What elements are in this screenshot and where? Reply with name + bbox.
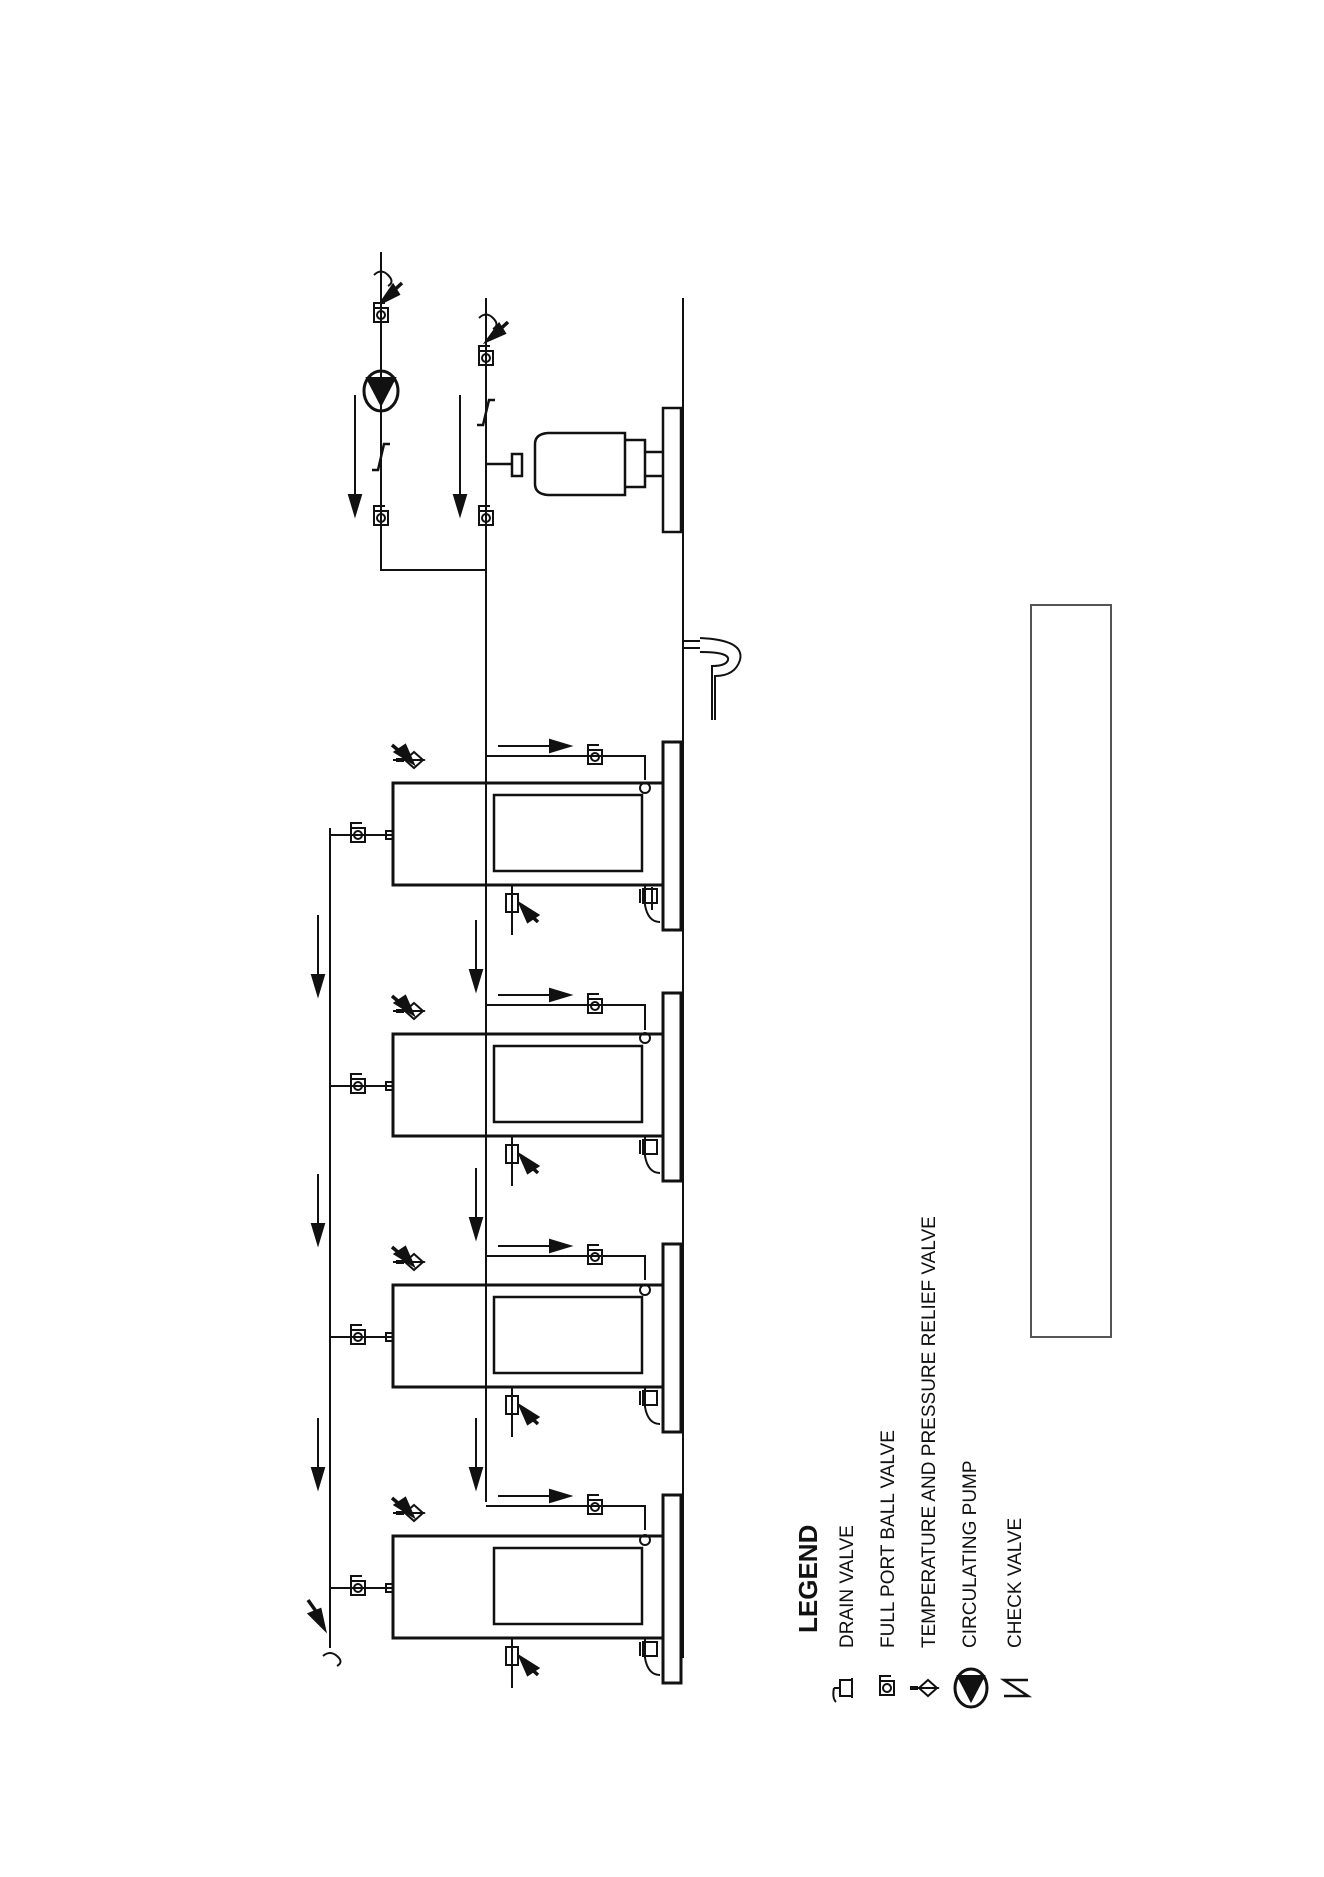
check-valves <box>372 400 495 470</box>
flow-arrow-long <box>349 395 361 515</box>
water-heater-2 <box>393 993 681 1181</box>
legend-label-relief-valve: TEMPERATURE AND PRESSURE RELIEF VALVE <box>919 1216 940 1648</box>
ball-valve-icon <box>880 1676 894 1695</box>
check-valve-icon <box>1004 1680 1028 1696</box>
hot-outlet-branches <box>330 835 393 1588</box>
recirc-return-line <box>381 252 486 570</box>
flow-arrow-long <box>470 920 482 990</box>
water-heaters <box>393 742 681 1683</box>
drain-valve-icon <box>833 1678 852 1702</box>
legend-label-check-valve: CHECK VALVE <box>1005 1518 1026 1648</box>
floor-drain <box>683 638 741 720</box>
flow-arrow-long <box>498 1240 570 1252</box>
flow-arrow-long <box>454 395 466 515</box>
flow-arrow-long <box>498 740 570 752</box>
circulating-pump-icon <box>955 1669 987 1707</box>
expansion-tank <box>486 408 681 532</box>
flow-arrow-long <box>470 1168 482 1238</box>
water-heater-4 <box>393 1495 681 1683</box>
water-heater-1 <box>393 742 681 930</box>
legend-label-ball-valve: FULL PORT BALL VALVE <box>878 1430 899 1648</box>
notes-box <box>1031 605 1111 1337</box>
pointer-arrows <box>308 283 538 1675</box>
water-heater-3 <box>393 1244 681 1432</box>
flow-arrow-long <box>312 1418 324 1488</box>
flow-arrow-long <box>498 989 570 1001</box>
legend: LEGEND DRAIN VALVE FULL PORT BALL VALVE … <box>793 1216 1028 1707</box>
relief-valve-icon <box>910 1680 937 1696</box>
circulating-pump <box>364 371 398 411</box>
legend-title: LEGEND <box>793 1525 823 1633</box>
legend-label-circulating-pump: CIRCULATING PUMP <box>960 1460 981 1648</box>
flow-arrow-long <box>470 1418 482 1488</box>
flow-arrow-long <box>312 915 324 995</box>
flow-arrow-long <box>312 1174 324 1244</box>
legend-label-drain-valve: DRAIN VALVE <box>837 1525 858 1648</box>
pipe-breaks <box>323 272 497 1667</box>
flow-arrow-long <box>498 1490 570 1502</box>
